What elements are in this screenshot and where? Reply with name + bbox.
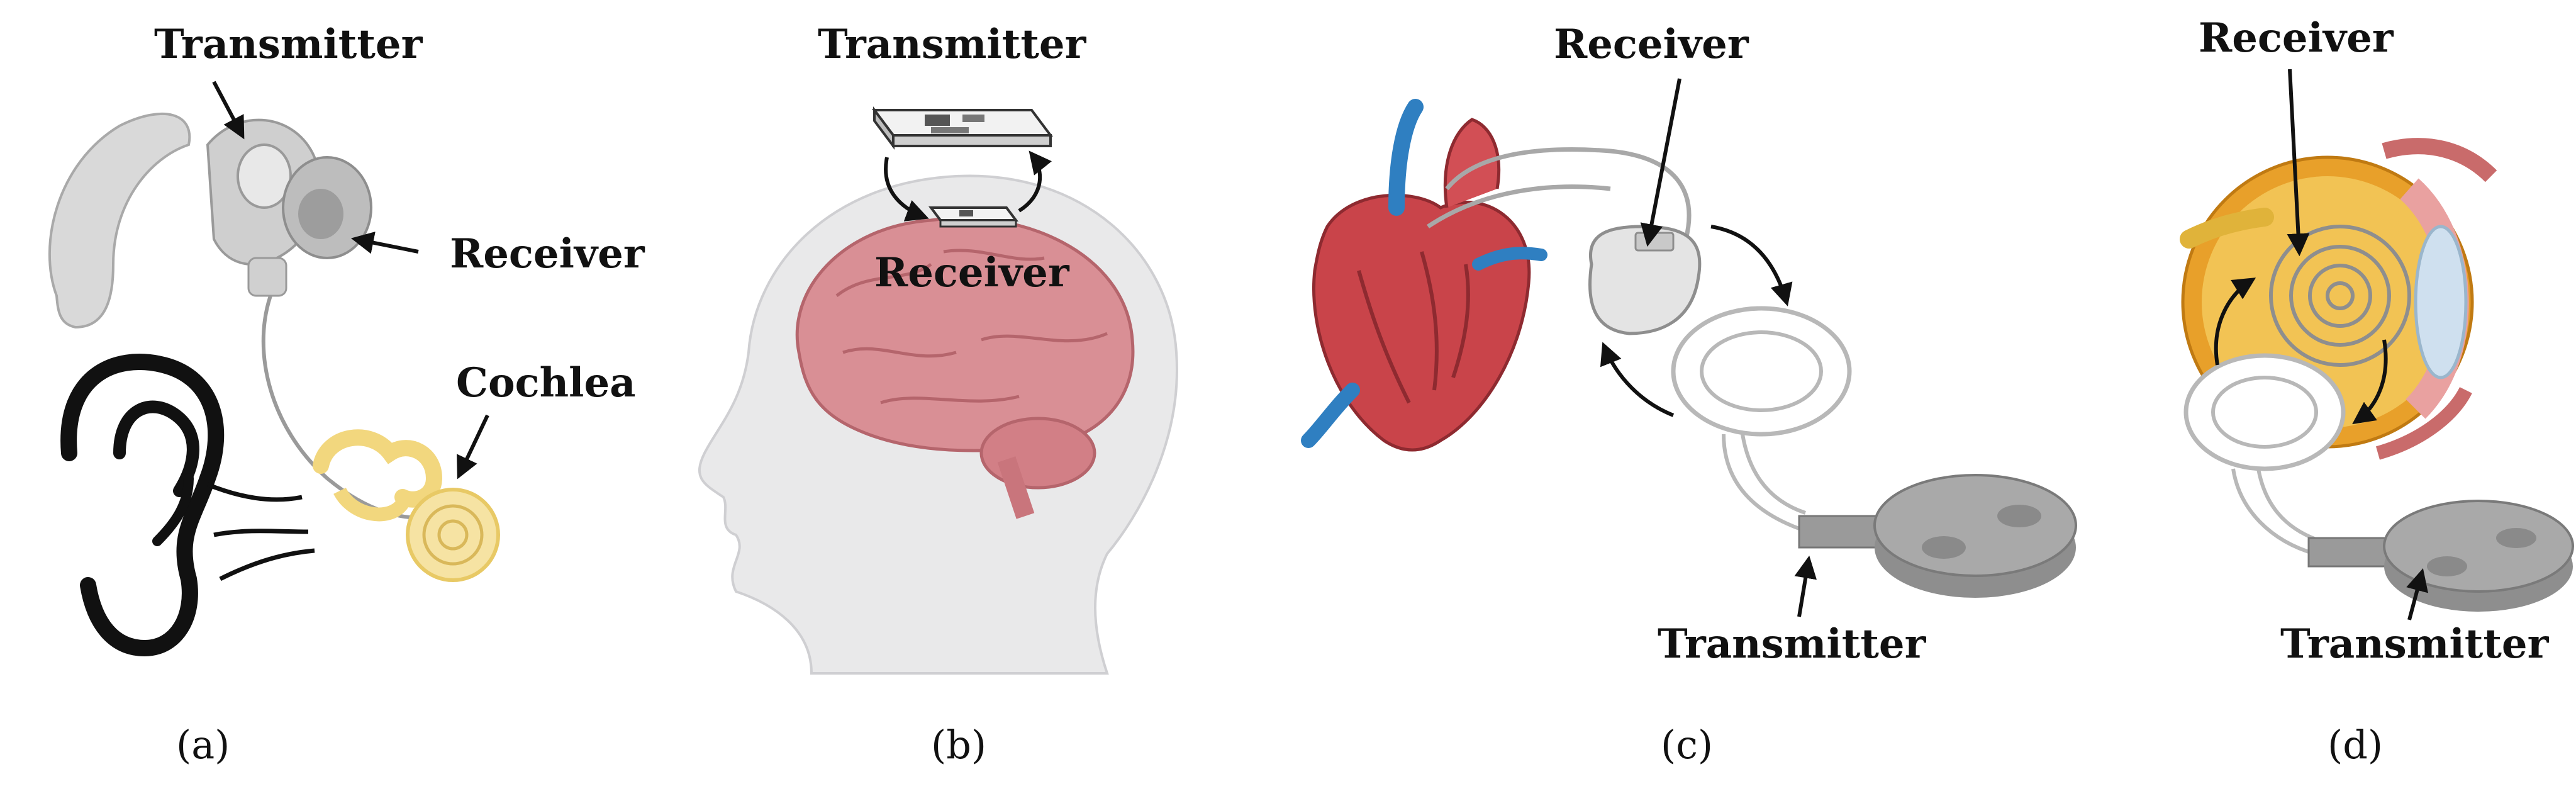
pacemaker-leads	[1427, 147, 1692, 240]
caption-d: (d)	[2328, 722, 2383, 768]
label-cochlea-a: Cochlea	[456, 359, 636, 407]
pacemaker-receiver	[1588, 225, 1702, 335]
brain-transmitter-chip	[872, 106, 1053, 150]
caption-b: (b)	[931, 722, 986, 768]
cochlear-transmitter-device	[48, 112, 321, 329]
cochlear-lead-wire	[261, 295, 435, 520]
ear-outline	[60, 354, 315, 657]
arrow-transmitter-c	[1794, 555, 1817, 617]
retinal-receiver-coil	[2269, 225, 2411, 367]
label-receiver-d: Receiver	[2199, 14, 2394, 62]
brain-receiver-chip	[928, 206, 1018, 228]
caption-c: (c)	[1661, 722, 1713, 768]
arrow-c-down	[1710, 225, 1793, 306]
arrow-c-up	[1600, 342, 1675, 417]
panel-b: Transmitter Receiver (b)	[698, 21, 1178, 768]
label-receiver-c: Receiver	[1554, 21, 1749, 68]
arrow-receiver-c	[1640, 78, 1681, 247]
arrow-d-up	[2214, 278, 2256, 366]
brain-shape	[795, 216, 1135, 519]
label-transmitter-d: Transmitter	[2280, 620, 2550, 668]
label-transmitter-c: Transmitter	[1658, 620, 1927, 668]
arrow-receiver-d	[2287, 69, 2310, 257]
arrow-transmitter-a	[212, 81, 245, 140]
panel-c: Receiver Transmitter (c)	[1301, 21, 2077, 768]
label-transmitter-a: Transmitter	[154, 21, 423, 68]
pacemaker-transmitter-coil	[1671, 306, 1852, 530]
label-receiver-b: Receiver	[874, 249, 1070, 296]
heart-shape	[1301, 99, 1547, 452]
arrow-b-down	[884, 157, 929, 222]
pacemaker-transmitter-disc	[1798, 474, 2077, 598]
arrow-transmitter-d	[2406, 568, 2428, 620]
cochlear-receiver-disc	[282, 156, 372, 259]
panel-a: Transmitter Receiver Cochlea (a)	[48, 21, 645, 768]
arrow-b-up	[1018, 150, 1052, 213]
label-transmitter-b: Transmitter	[818, 21, 1087, 68]
arrow-receiver-a	[350, 231, 419, 254]
retinal-transmitter-disc	[2307, 500, 2574, 612]
arrow-d-down	[2352, 339, 2388, 425]
panel-d: Receiver Transmitter (d)	[2180, 14, 2574, 768]
label-receiver-a: Receiver	[450, 230, 645, 278]
retinal-transmitter-coil	[2183, 353, 2346, 556]
caption-a: (a)	[176, 722, 230, 768]
cochlea-shape	[313, 429, 500, 582]
arrow-cochlea-a	[457, 414, 489, 480]
